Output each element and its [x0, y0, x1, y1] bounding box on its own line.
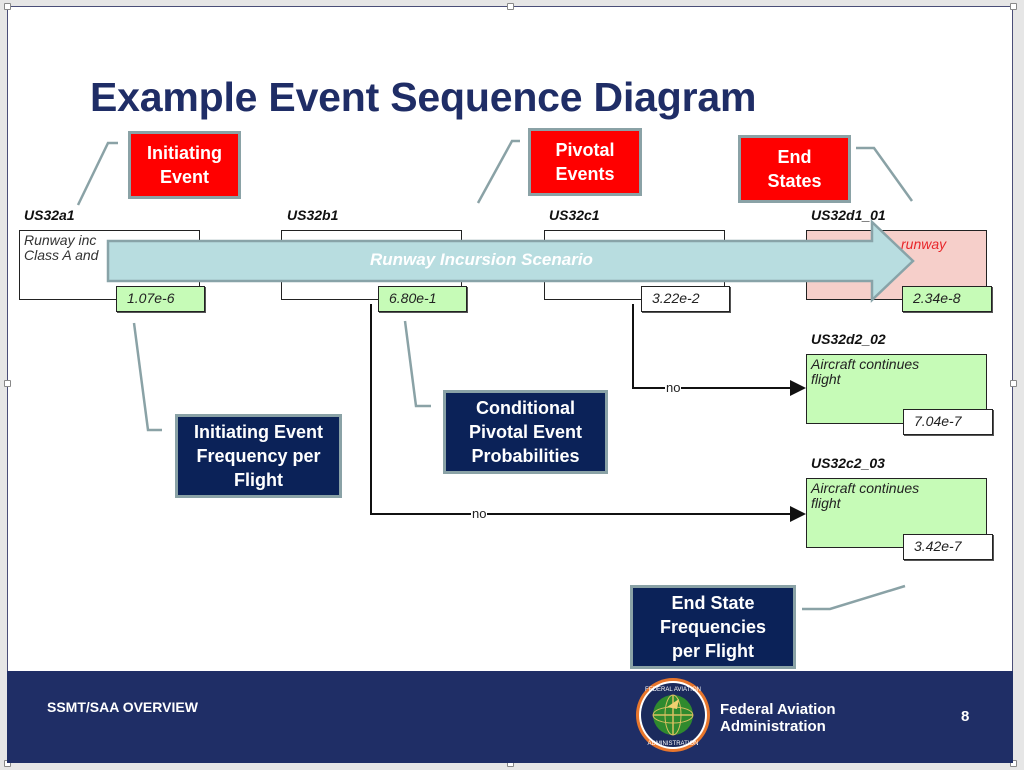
- resize-handle-middle-left[interactable]: [4, 380, 11, 387]
- resize-handle-bottom-right[interactable]: [1010, 760, 1017, 767]
- resize-handle-top-center[interactable]: [507, 3, 514, 10]
- node-text-us32d2-02: Aircraft continues flight: [811, 356, 920, 387]
- page-number: 8: [961, 708, 970, 725]
- node-id-us32d1-01: US32d1_01: [811, 207, 886, 223]
- leader-line-initiating-event: [76, 141, 118, 206]
- callout-conditional-probabilities: Conditional Pivotal Event Probabilities: [443, 390, 608, 474]
- leader-line-end-states: [856, 146, 914, 202]
- footer-left-text: SSMT/SAA OVERVIEW: [47, 699, 198, 715]
- leader-line-conditional-probabilities: [403, 320, 431, 408]
- branch-label-no-1: no: [665, 380, 682, 395]
- node-text-us32c2-03: Aircraft continues flight: [811, 480, 920, 511]
- seal-bottom-text: ADMINISTRATION: [648, 741, 699, 747]
- branch-label-no-2: no: [471, 506, 488, 521]
- leader-line-pivotal-events: [476, 139, 520, 204]
- callout-end-states: End States: [738, 135, 851, 203]
- node-id-us32c1: US32c1: [549, 207, 600, 223]
- branch-line-b1-to-c2: [370, 304, 806, 522]
- value-box-us32d2-02: 7.04e-7: [903, 409, 993, 435]
- faa-seal-icon: FEDERAL AVIATION ADMINISTRATION: [636, 678, 710, 752]
- footer-org-name: Federal Aviation Administration: [720, 701, 836, 735]
- slide-footer: SSMT/SAA OVERVIEW FEDERAL AVIATION ADMIN…: [7, 671, 1013, 763]
- callout-end-state-frequencies: End State Frequencies per Flight: [630, 585, 796, 669]
- callout-initiating-event: Initiating Event: [128, 131, 241, 199]
- value-box-us32a1: 1.07e-6: [116, 286, 205, 312]
- callout-ie-frequency: Initiating Event Frequency per Flight: [175, 414, 342, 498]
- node-id-us32b1: US32b1: [287, 207, 339, 223]
- branch-line-c1-to-d2: [632, 304, 806, 396]
- scenario-arrow-label: Runway Incursion Scenario: [370, 250, 593, 269]
- node-id-us32c2-03: US32c2_03: [811, 455, 885, 471]
- callout-pivotal-events: Pivotal Events: [528, 128, 642, 196]
- node-id-us32d2-02: US32d2_02: [811, 331, 886, 347]
- value-box-us32c2-03: 3.42e-7: [903, 534, 993, 560]
- leader-line-ie-frequency: [132, 322, 162, 432]
- node-text-us32d1-01: runway: [901, 236, 947, 252]
- leader-line-end-state-frequencies: [802, 584, 906, 611]
- value-box-us32b1: 6.80e-1: [378, 286, 467, 312]
- node-id-us32a1: US32a1: [24, 207, 75, 223]
- node-text-us32a1: Runway inc​ Class A and: [24, 232, 99, 263]
- value-box-us32c1: 3.22e-2: [641, 286, 730, 312]
- seal-top-text: FEDERAL AVIATION: [645, 687, 701, 693]
- value-box-us32d1-01: 2.34e-8: [902, 286, 992, 312]
- resize-handle-top-left[interactable]: [4, 3, 11, 10]
- slide-title: Example Event Sequence Diagram: [90, 74, 757, 120]
- resize-handle-middle-right[interactable]: [1010, 380, 1017, 387]
- resize-handle-top-right[interactable]: [1010, 3, 1017, 10]
